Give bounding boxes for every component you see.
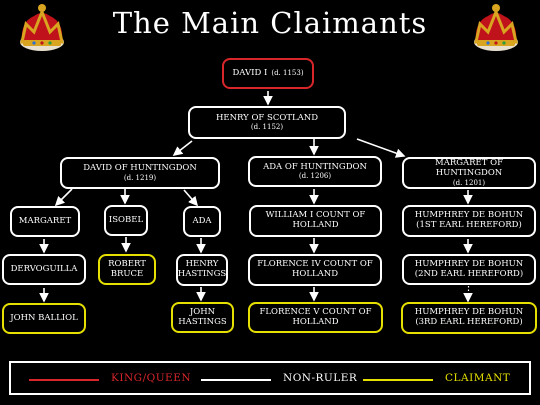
node-robert-bruce: Robert Bruce (98, 254, 156, 285)
node-margaret: Margaret (10, 206, 80, 237)
legend-nonruler-line (201, 379, 271, 381)
node-humphrey-3: Humphrey de Bohun(3rd Earl Hereford) (401, 302, 537, 334)
node-humphrey-1: Humphrey de Bohun(1st Earl Hereford) (402, 205, 536, 237)
arrow (172, 140, 193, 156)
node-henry-hastings: Henry Hastings (176, 254, 228, 286)
crown-icon (20, 4, 64, 51)
ellipsis: ⋮ (463, 280, 474, 293)
node-henry-of-scotland: Henry of Scotland(d. 1152) (188, 106, 346, 139)
node-margaret-of-huntingdon: Margaret of Huntingdon(d. 1201) (402, 157, 536, 189)
node-dervoguilla: Dervoguilla (2, 254, 86, 285)
node-ada-of-huntingdon: Ada of Huntingdon(d. 1206) (248, 156, 382, 187)
legend-nonruler-label: Non-Ruler (283, 372, 358, 384)
legend-king-line (29, 379, 99, 381)
node-john-balliol: John Balliol (2, 303, 86, 334)
legend-king-label: King/Queen (111, 372, 192, 384)
arrow (54, 188, 73, 207)
node-david-of-huntingdon: David of Huntingdon(d. 1219) (60, 157, 220, 189)
node-florence-iv: Florence IV Count of Holland (248, 254, 382, 286)
arrow (356, 138, 406, 158)
node-ada: Ada (183, 206, 221, 237)
arrow (183, 189, 199, 207)
legend-claimant-line (363, 379, 433, 381)
node-florence-v: Florence V Count of Holland (248, 302, 383, 333)
node-humphrey-2: Humphrey de Bohun(2nd Earl Hereford) (402, 254, 536, 285)
node-isobel: Isobel (104, 205, 148, 236)
legend: King/Queen Non-Ruler Claimant (9, 361, 531, 395)
page-title: The Main Claimants (112, 6, 428, 40)
node-david-i: David I(d. 1153) (222, 58, 314, 89)
crown-icon (474, 4, 518, 51)
node-john-hastings: John Hastings (171, 302, 234, 333)
node-william-i: William I Count of Holland (249, 205, 382, 237)
legend-claimant-label: Claimant (445, 372, 511, 384)
